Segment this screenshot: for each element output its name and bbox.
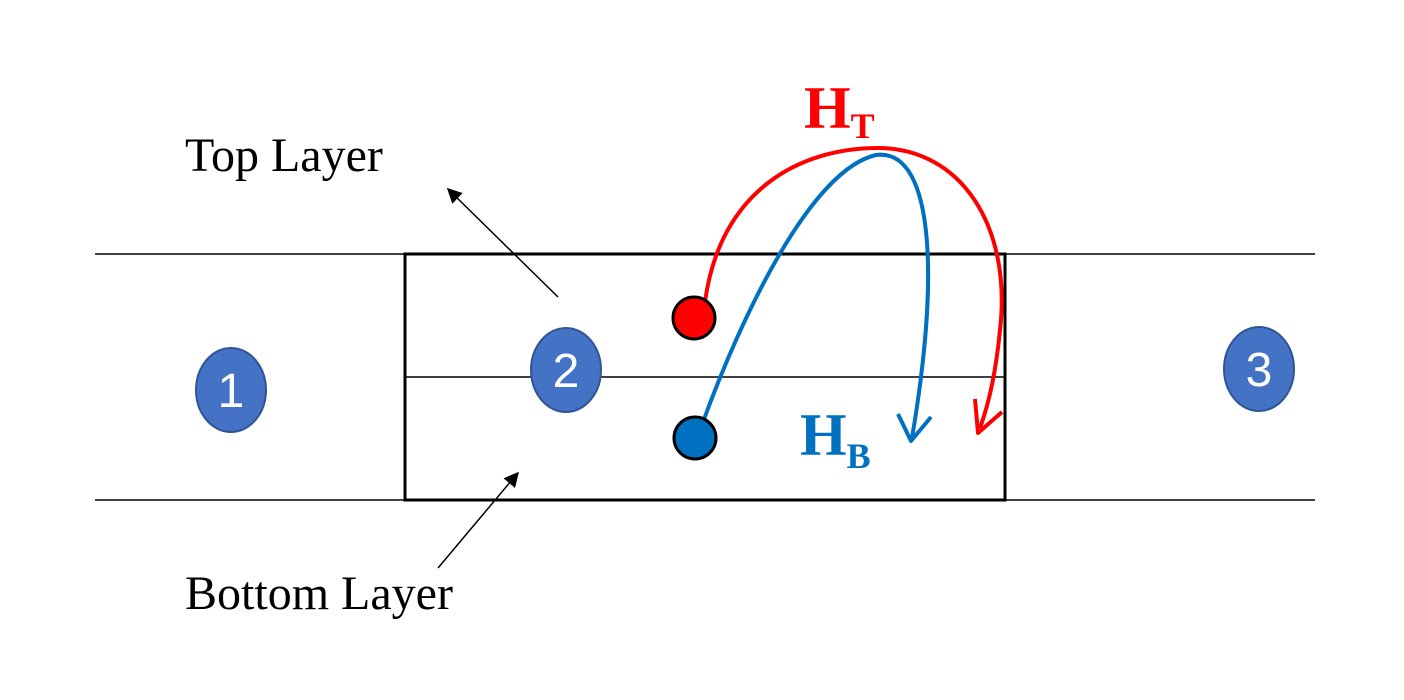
bottom-layer-source-dot (672, 415, 718, 461)
region-marker-2: 2 (530, 327, 602, 413)
region-2-oval (530, 327, 602, 413)
field-bottom-arrowhead (896, 413, 933, 443)
field-bottom-label: HB (800, 402, 871, 476)
top-layer-source-dot (671, 295, 717, 341)
field-top-curve (703, 145, 1004, 429)
field-top-symbol: H (804, 75, 851, 141)
region-3-label: 3 (1246, 344, 1273, 397)
top-layer-pointer-arrow (446, 187, 559, 298)
field-top-label: HT (804, 75, 875, 146)
field-top-subscript: T (851, 106, 875, 146)
field-bottom-path (701, 152, 933, 443)
top-layer-label: Top Layer (185, 129, 383, 182)
field-bottom-subscript: B (847, 436, 871, 476)
region-1-label: 1 (218, 365, 245, 418)
field-top-path (703, 145, 1004, 435)
field-bottom-symbol: H (800, 402, 847, 468)
region-marker-3: 3 (1223, 326, 1295, 412)
field-top-arrowhead (973, 398, 1004, 435)
bottom-layer-label: Bottom Layer (185, 567, 453, 620)
bottom-layer-pointer-arrow (437, 471, 519, 569)
region-3-oval (1223, 326, 1295, 412)
region-1-oval (195, 347, 267, 433)
region-2-label: 2 (553, 345, 580, 398)
field-bottom-curve (701, 152, 931, 439)
region-marker-1: 1 (195, 347, 267, 433)
